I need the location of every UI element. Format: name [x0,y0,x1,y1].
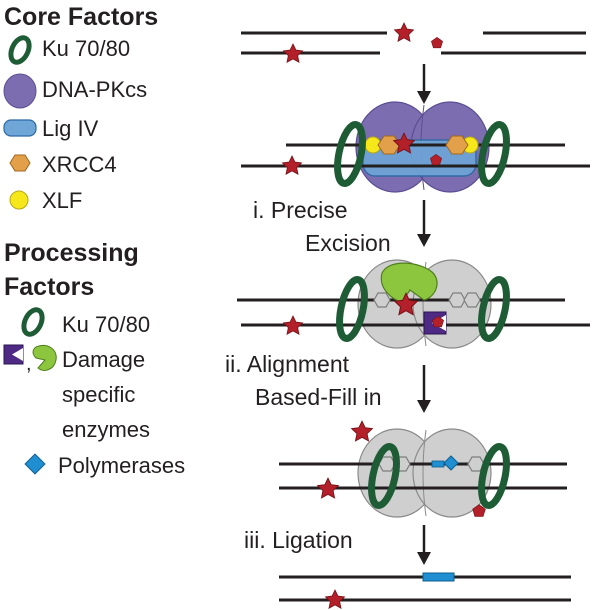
core-factors-heading: Core Factors [4,3,159,31]
legend-label-polymerases: Polymerases [58,453,186,478]
legend-label-xlf: XLF [42,188,83,213]
dna-pkcs-icon [3,73,37,109]
xrcc4-icon [9,154,31,172]
damage-star-icon [394,22,414,42]
damage-enzyme-purple-icon [3,344,24,365]
damage-star-icon [317,477,339,499]
ku-ring-icon-processing [21,307,45,337]
step-1-label-line1: i. Precise [253,197,348,223]
fill-in-complex [279,420,567,518]
legend-label-xrcc4: XRCC4 [42,152,117,177]
arrow-down-icon [417,525,431,565]
polymerase-icon [24,453,46,475]
dna-break-row [241,22,586,63]
legend-label-ku-processing: Ku 70/80 [62,312,151,337]
xlf-icon [9,190,29,210]
excision-complex [237,259,590,349]
damage-star-icon [283,43,303,63]
legend-label-lig-iv: Lig IV [42,116,99,141]
damage-pentagon-icon [431,37,443,49]
arrow-down-icon [417,365,431,413]
legend-label-damage-line3: enzymes [62,417,151,442]
damage-star-icon [351,420,373,442]
step-2-label-line2: Based-Fill in [255,384,382,410]
step-3-label: iii. Ligation [244,527,353,553]
damage-star-icon [283,315,303,335]
lig-iv-icon [3,119,37,137]
damage-enzyme-green-icon [32,345,57,371]
step-2-label-line1: ii. Alignment [225,351,350,377]
ku-ring-icon [8,35,32,65]
legend-label-damage-line1: Damage [62,347,146,372]
processing-factors-heading-line2: Factors [4,273,95,301]
ligated-dna-row [279,572,571,609]
legend-label-ku-core: Ku 70/80 [42,36,131,61]
legend-label-dna-pkcs: DNA-PKcs [42,77,148,102]
core-complex [241,101,590,193]
damage-star-icon [325,589,345,609]
legend-label-damage-line2: specific [62,382,136,407]
processing-factors-heading-line1: Processing [4,239,139,267]
legend-comma: , [26,353,32,375]
arrow-down-icon [417,200,431,247]
damage-star-icon [282,155,302,175]
step-1-label-line2: Excision [305,230,391,256]
arrow-down-icon [417,64,431,104]
